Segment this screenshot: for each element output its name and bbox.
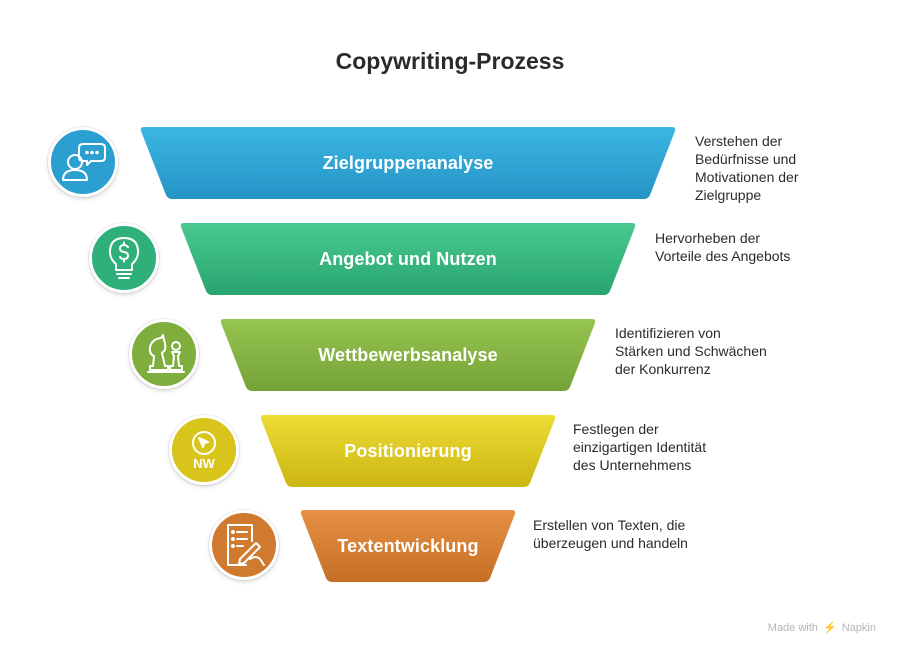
funnel-band (180, 223, 636, 295)
stage-description: Festlegen der einzigartigen Identität de… (573, 421, 707, 473)
stage-label: Angebot und Nutzen (319, 249, 497, 269)
made-with-label: Made with (767, 622, 818, 634)
customer-chat-icon (48, 127, 118, 197)
funnel-stage-textentwicklung: Textentwicklung (300, 510, 516, 582)
napkin-logo-icon: ⚡ (822, 622, 837, 634)
funnel-stage-wettbewerbsanalyse: Wettbewerbsanalyse (220, 319, 596, 391)
diagram-title: Copywriting-Prozess (335, 48, 565, 74)
stage-label: Textentwicklung (337, 536, 479, 556)
stage-label: Wettbewerbsanalyse (318, 345, 498, 365)
svg-text:NW: NW (193, 456, 215, 471)
stage-description: Erstellen von Texten, die überzeugen und… (533, 517, 688, 551)
funnel-stage-zielgruppenanalyse: Zielgruppenanalyse (140, 127, 676, 199)
stage-description: Hervorheben der Vorteile des Angebots (655, 230, 791, 264)
funnel-band (260, 415, 556, 487)
funnel-stage-angebot-und-nutzen: Angebot und Nutzen (180, 223, 636, 295)
funnel-band (300, 510, 516, 582)
chess-pieces-icon (129, 319, 199, 389)
stage-description: Identifizieren von Stärken und Schwächen… (615, 325, 767, 377)
funnel-stage-positionierung: Positionierung (260, 415, 556, 487)
stage-description: Verstehen der Bedürfnisse und Motivation… (695, 133, 799, 203)
dollar-lightbulb-icon (89, 223, 159, 293)
napkin-brand-label: Napkin (841, 622, 876, 634)
stage-label: Positionierung (344, 441, 472, 461)
funnel-band (220, 319, 596, 391)
made-with-napkin-credit[interactable]: Made with ⚡ Napkin (768, 621, 876, 634)
compass-nw-icon: NW (169, 415, 239, 485)
document-pen-icon (209, 510, 279, 580)
funnel-band (140, 127, 676, 199)
stage-label: Zielgruppenanalyse (322, 153, 494, 173)
